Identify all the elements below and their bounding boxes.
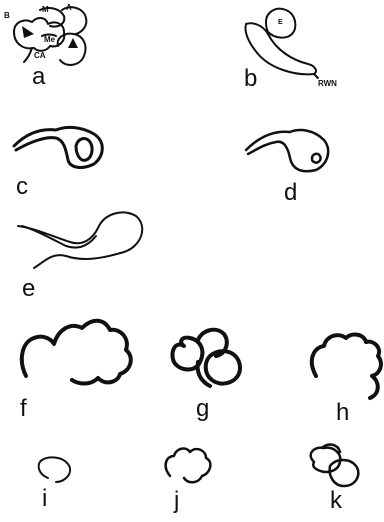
label-b-region: B: [4, 11, 10, 20]
panel-label-h: h: [336, 399, 349, 426]
panel-i-outline: [39, 457, 70, 482]
panel-g-outline: [172, 330, 240, 386]
panel-j-outline: [166, 449, 211, 483]
panel-k: k: [311, 445, 359, 514]
panel-label-k: k: [330, 487, 343, 514]
panel-e-outline: [18, 212, 142, 268]
panel-label-a: a: [32, 63, 46, 90]
label-e-region: E: [278, 19, 283, 26]
panel-f-outline: [22, 321, 131, 384]
panel-k-outline: [311, 445, 359, 486]
panel-d-outline: [246, 130, 328, 171]
panel-c-outline: [14, 127, 102, 167]
panel-h-outline: [312, 335, 381, 398]
panel-b: E RWN b: [244, 9, 337, 92]
label-me-region: Me: [44, 35, 56, 44]
label-m-region: M: [42, 5, 49, 14]
panel-i: i: [39, 457, 70, 512]
panel-label-i: i: [42, 485, 47, 512]
panel-g: g: [172, 330, 240, 422]
panel-label-b: b: [244, 65, 257, 92]
panel-label-e: e: [22, 275, 35, 302]
label-rwn: RWN: [318, 79, 337, 88]
panel-f: f: [20, 321, 131, 422]
panel-label-c: c: [16, 173, 28, 200]
panel-label-g: g: [196, 395, 209, 422]
panel-h: h: [312, 335, 381, 426]
panel-label-f: f: [20, 395, 27, 422]
panel-j: j: [166, 449, 211, 514]
panel-label-d: d: [284, 179, 297, 206]
panel-c: c: [14, 127, 102, 200]
label-ca-region: CA: [34, 51, 46, 60]
arrowhead-up: [68, 38, 78, 48]
panel-d: d: [246, 130, 328, 206]
panel-e: e: [18, 212, 142, 302]
label-a-region: A: [66, 3, 72, 12]
panel-label-j: j: [173, 487, 179, 514]
panel-a: B M A Me CA a: [4, 3, 86, 90]
arrowhead-left: [22, 26, 34, 38]
